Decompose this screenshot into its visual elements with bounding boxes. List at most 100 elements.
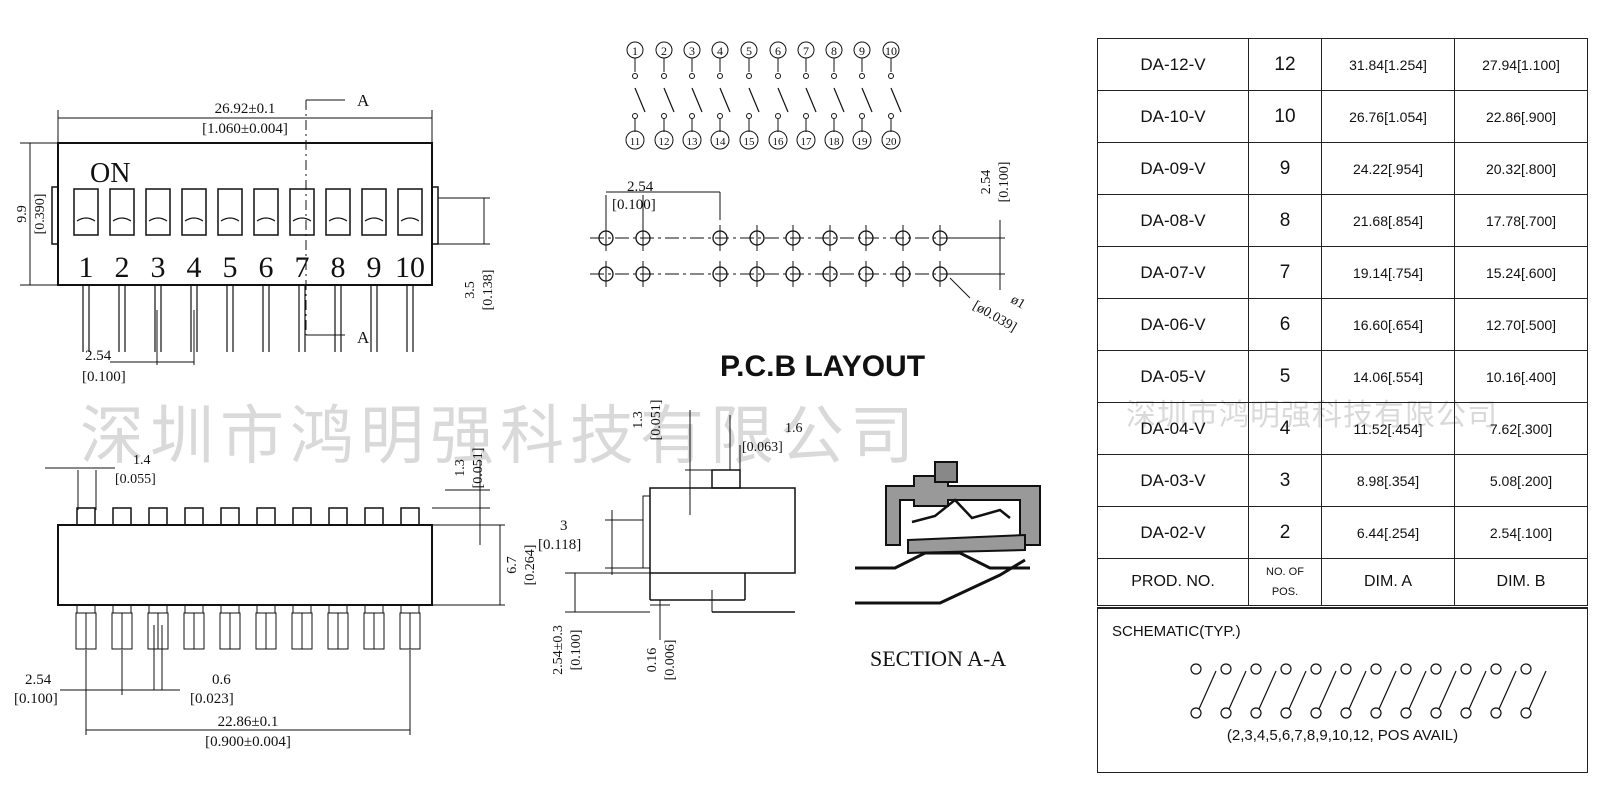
- standoff-dim-in: [0.100]: [569, 630, 584, 671]
- schematic-switch: [1370, 663, 1397, 719]
- switch-2: [109, 188, 135, 236]
- section-mark-bottom: A: [357, 328, 370, 347]
- circuit-top-number: 8: [831, 44, 837, 58]
- circuit-switch-4: 414: [710, 41, 731, 150]
- top-view-pins: [82, 285, 414, 352]
- header-dim-b: DIM. B: [1454, 558, 1588, 606]
- side-pin: [183, 604, 205, 650]
- side-pin: [399, 604, 421, 650]
- cell-dim-a: 24.22[.954]: [1321, 142, 1455, 195]
- circuit-switch-2: 2 12: [654, 41, 675, 150]
- cell-dim-b: 27.94[1.100]: [1454, 38, 1588, 91]
- top-view-switches: [73, 188, 423, 236]
- side-pin: [255, 604, 277, 650]
- cell-prod: DA-08-V: [1097, 194, 1249, 247]
- pcb-hole: [749, 261, 765, 287]
- cell-dim-a: 14.06[.554]: [1321, 350, 1455, 403]
- side-pin: [363, 604, 385, 650]
- cell-dim-b: 5.08[.200]: [1454, 454, 1588, 507]
- end-act-width-dim-in: [0.063]: [742, 440, 783, 455]
- schematic-switch: [1430, 663, 1457, 719]
- pcb-hole: [635, 261, 651, 287]
- pin-2: [118, 285, 126, 352]
- side-pin: [327, 604, 349, 650]
- pin-width-dim-in: [0.023]: [190, 691, 234, 707]
- switch-number: 2: [115, 251, 130, 284]
- switch-number: 10: [395, 251, 425, 284]
- pcb-hole: [858, 225, 874, 251]
- cell-dim-b: 2.54[.100]: [1454, 506, 1588, 559]
- end-view-body: [649, 487, 796, 574]
- circuit-top-number: 2: [661, 44, 667, 58]
- pcb-hole: [822, 261, 838, 287]
- cell-pos: 12: [1248, 38, 1322, 91]
- circuit-top-number: 3: [689, 44, 695, 58]
- cell-prod: DA-09-V: [1097, 142, 1249, 195]
- pcb-layout: 2.54 [0.100] 2.54 [0.100] ø1 [ø0.039] P.…: [590, 162, 1028, 383]
- section-label: SECTION A-A: [870, 646, 1006, 671]
- body-height-dim: 6.7: [505, 556, 520, 574]
- cell-dim-a: 6.44[.254]: [1321, 506, 1455, 559]
- cell-dim-a: 26.76[1.054]: [1321, 90, 1455, 143]
- switch-5: [217, 188, 243, 236]
- cell-pos: 8: [1248, 194, 1322, 247]
- cell-dim-a: 11.52[.454]: [1321, 402, 1455, 455]
- side-pin: [75, 604, 97, 650]
- actuator-height-dim: 1.3: [453, 459, 468, 477]
- circuit-top-number: 5: [746, 44, 752, 58]
- switch-6: [253, 188, 279, 236]
- cell-pos: 9: [1248, 142, 1322, 195]
- schematic-switch: [1310, 663, 1337, 719]
- switch-number: 8: [331, 251, 346, 284]
- section-a-a: SECTION A-A: [855, 461, 1041, 671]
- circuit-bottom-number: 19: [857, 136, 869, 148]
- actuator: [364, 507, 384, 526]
- circuit-bottom-number: 11: [630, 136, 641, 148]
- cell-pos: 2: [1248, 506, 1322, 559]
- cell-pos: 10: [1248, 90, 1322, 143]
- circuit-bottom-number: 16: [773, 136, 785, 148]
- on-label: ON: [90, 158, 130, 189]
- actuator: [76, 507, 96, 526]
- cell-dim-b: 12.70[.500]: [1454, 298, 1588, 351]
- circuit-switch-7: 717: [796, 41, 817, 150]
- hole-dim: ø1: [1008, 292, 1028, 312]
- pin-4: [190, 285, 198, 352]
- pcb-hole: [712, 261, 728, 287]
- cell-dim-b: 20.32[.800]: [1454, 142, 1588, 195]
- actuator: [220, 507, 240, 526]
- pin-5: [226, 285, 234, 352]
- pin-length-dim: 3.5: [463, 281, 478, 299]
- circuit-top-number: 6: [775, 44, 781, 58]
- actuator: [148, 507, 168, 526]
- circuit-switch-5: 515: [739, 41, 760, 150]
- schematic-note: (2,3,4,5,6,7,8,9,10,12, POS AVAIL): [1226, 727, 1459, 744]
- circuit-bottom-number: 17: [801, 136, 813, 148]
- pcb-hole: [635, 225, 651, 251]
- cell-pos: 4: [1248, 402, 1322, 455]
- height-dim: 9.9: [15, 205, 30, 223]
- cell-dim-a: 16.60[.654]: [1321, 298, 1455, 351]
- circuit-switch-1: 111: [625, 41, 646, 150]
- switch-number: 9: [367, 251, 382, 284]
- body-height-dim-in: [0.264]: [523, 545, 538, 586]
- width-dim-in: [1.060±0.004]: [202, 121, 288, 137]
- side-pin: [111, 604, 133, 650]
- pin-1: [82, 285, 90, 352]
- switch-9: [361, 188, 387, 236]
- cell-prod: DA-12-V: [1097, 38, 1249, 91]
- cell-dim-a: 19.14[.754]: [1321, 246, 1455, 299]
- switch-number: 4: [187, 251, 202, 284]
- cell-pos: 6: [1248, 298, 1322, 351]
- header-prod: PROD. NO.: [1097, 558, 1249, 606]
- circuit-bottom-number: 12: [659, 136, 670, 148]
- circuit-switch-8: 818: [824, 41, 845, 150]
- switch-4: [181, 188, 207, 236]
- cell-pos: 5: [1248, 350, 1322, 403]
